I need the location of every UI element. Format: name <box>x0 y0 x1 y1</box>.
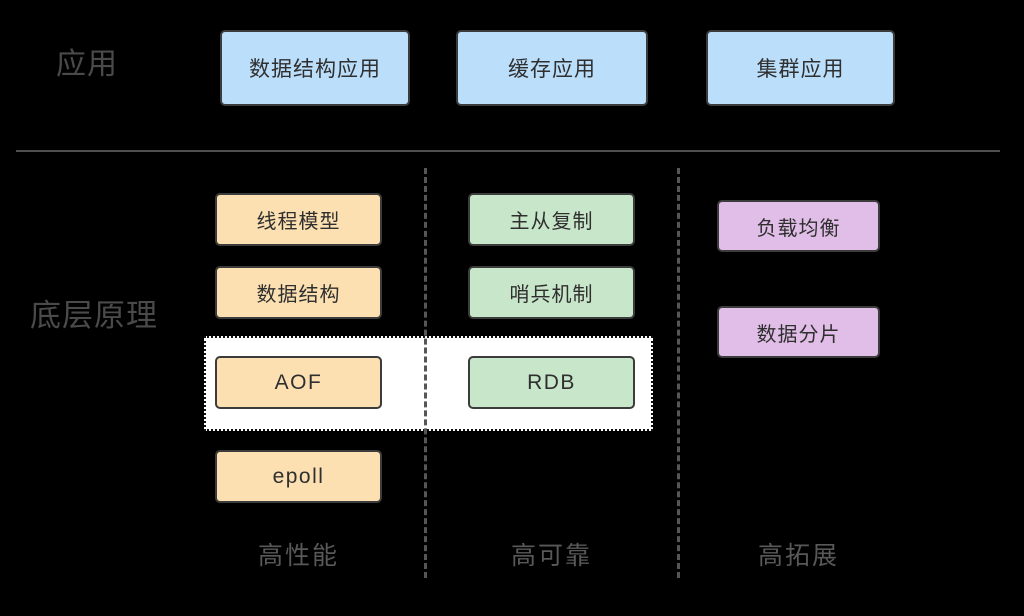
node-cache-application[interactable]: 缓存应用 <box>456 30 648 106</box>
row-label-fundamentals: 底层原理 <box>30 298 158 333</box>
node-data-structure-application[interactable]: 数据结构应用 <box>220 30 410 106</box>
column-separator-1 <box>424 168 427 578</box>
node-sentinel-mechanism[interactable]: 哨兵机制 <box>468 266 635 319</box>
node-master-slave-replication[interactable]: 主从复制 <box>468 193 635 246</box>
row-label-application: 应用 <box>56 48 118 81</box>
column-separator-2 <box>677 168 680 578</box>
node-thread-model[interactable]: 线程模型 <box>215 193 382 246</box>
node-load-balancing[interactable]: 负载均衡 <box>717 200 880 252</box>
node-data-structure[interactable]: 数据结构 <box>215 266 382 319</box>
node-rdb[interactable]: RDB <box>468 356 635 409</box>
node-cluster-application[interactable]: 集群应用 <box>706 30 895 106</box>
pillar-label-high-performance: 高性能 <box>257 542 339 570</box>
node-aof[interactable]: AOF <box>215 356 382 409</box>
node-data-sharding[interactable]: 数据分片 <box>717 306 880 358</box>
pillar-label-high-scalability: 高拓展 <box>757 542 839 570</box>
node-epoll[interactable]: epoll <box>215 450 382 503</box>
pillar-label-high-reliability: 高可靠 <box>510 542 592 570</box>
horizontal-divider <box>16 150 1000 152</box>
